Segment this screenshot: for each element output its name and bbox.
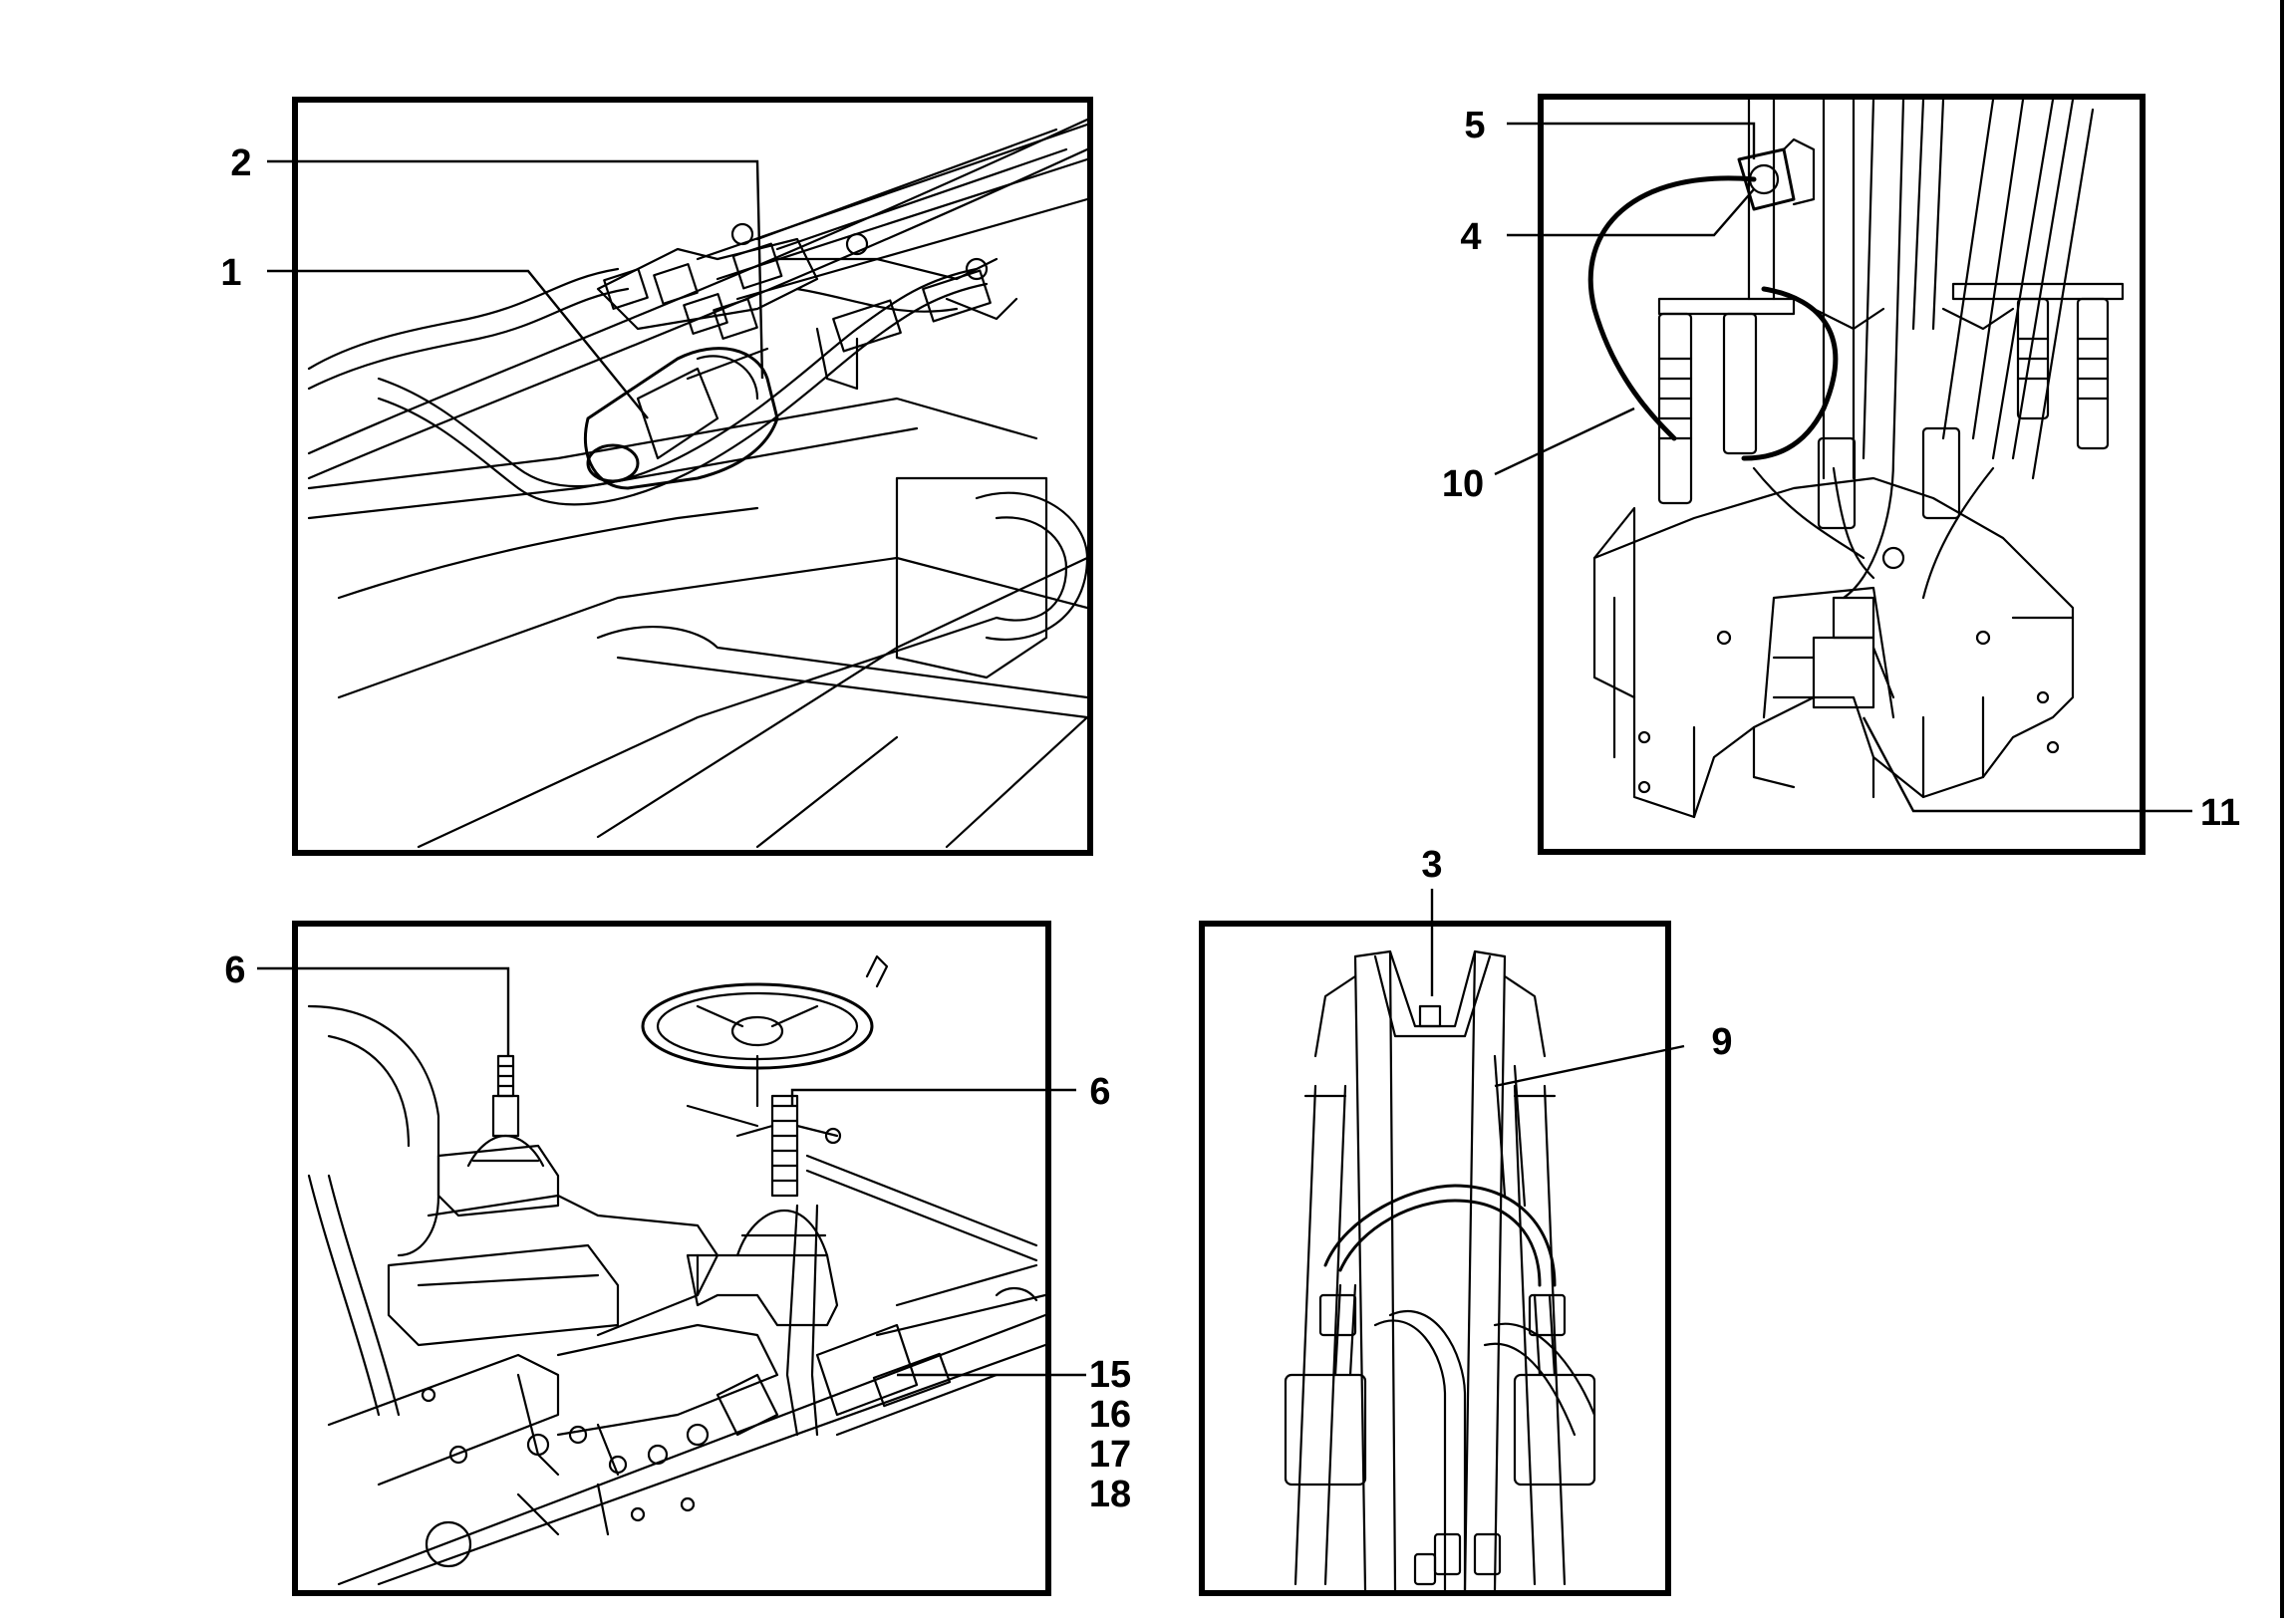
callout-5: 5 (1464, 105, 1485, 146)
leader-11 (1862, 716, 2192, 813)
swing-bracket-illustration (1587, 100, 2125, 819)
leader-10 (1494, 406, 1635, 476)
leader-4 (1507, 188, 1755, 237)
leader-6b (790, 1088, 1076, 1106)
leader-2 (267, 159, 764, 380)
callout-9: 9 (1711, 1021, 1732, 1063)
callout-15: 15 (1089, 1354, 1131, 1396)
callout-4: 4 (1460, 216, 1481, 258)
panel-bottom-right (1199, 921, 1671, 1596)
callout-1: 1 (220, 252, 241, 294)
callout-2: 2 (230, 142, 251, 184)
callout-3: 3 (1421, 844, 1442, 886)
callout-18: 18 (1089, 1474, 1131, 1515)
callout-16: 16 (1089, 1394, 1131, 1436)
callout-labels: 1 2 5 4 10 11 3 9 6 6 15 16 17 18 (220, 105, 2240, 1515)
callout-6a: 6 (224, 949, 245, 991)
callout-17: 17 (1089, 1434, 1131, 1476)
leader-lines (257, 122, 2192, 1377)
leader-5 (1507, 122, 1756, 159)
callout-10: 10 (1442, 463, 1484, 505)
callout-11: 11 (2200, 792, 2240, 834)
panel-top-right (1538, 94, 2146, 855)
operator-station-illustration (307, 954, 1045, 1586)
dipper-arm-illustration (1284, 949, 1596, 1590)
leader-6a (257, 966, 510, 1056)
starter-motor-illustration (307, 118, 1087, 849)
leader-1 (267, 269, 649, 419)
callout-6b: 6 (1089, 1071, 1110, 1113)
panel-bottom-left (292, 921, 1051, 1596)
leader-9 (1494, 1044, 1685, 1088)
panel-top-left (292, 97, 1093, 856)
